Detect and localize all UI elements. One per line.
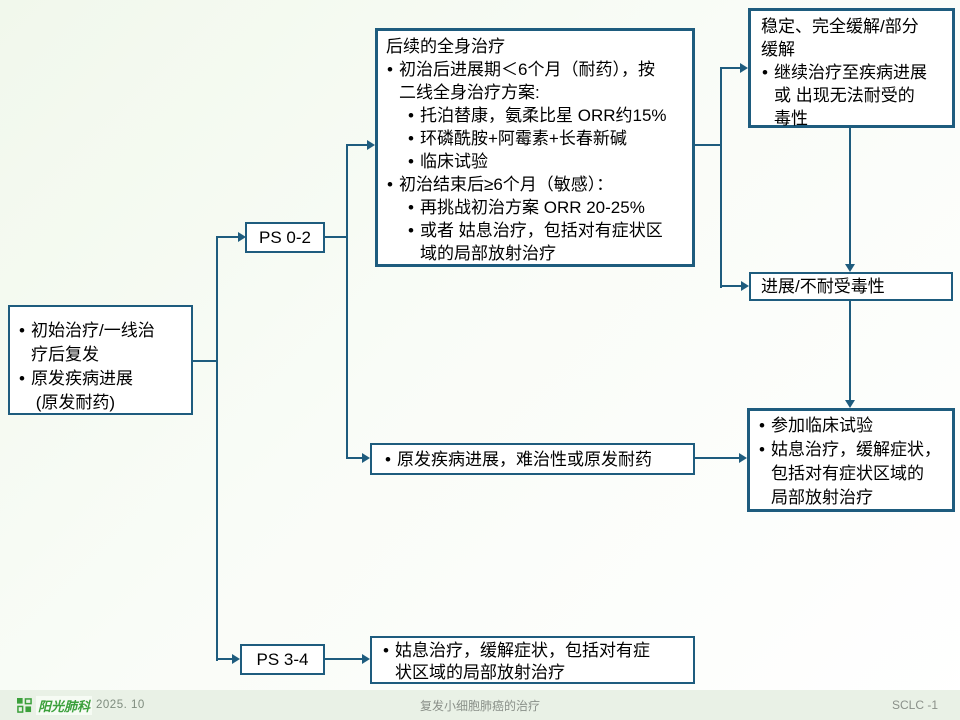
footer-branding: 阳光肺科 2025. 10	[17, 695, 145, 715]
connector-line	[720, 67, 740, 69]
connector-line	[849, 128, 851, 264]
connector-line	[346, 144, 367, 146]
ps-3-4-box: PS 3-4	[240, 644, 325, 675]
arrowhead-to-progression	[741, 281, 749, 291]
progression-toxicity-box: 进展/不耐受毒性	[749, 272, 953, 301]
arrowhead-to-palliative	[362, 654, 370, 664]
arrowhead-to-refractory	[362, 453, 370, 463]
connector-line	[695, 144, 722, 146]
connector-line	[720, 67, 722, 288]
connector-line	[720, 285, 741, 287]
connector-line	[346, 144, 348, 459]
arrowhead-stable-to-progression	[845, 264, 855, 272]
progression-label: 进展/不耐受毒性	[761, 277, 885, 296]
footer-title: 复发小细胞肺癌的治疗	[419, 698, 540, 713]
trial-palliative-box: 参加临床试验 姑息治疗，缓解症状， 包括对有症状区域的 局部放射治疗	[747, 408, 955, 512]
arrowhead-to-ps34	[232, 654, 240, 664]
palliative-care-bullet: 姑息治疗，缓解症状，包括对有症 状区域的局部放射治疗	[382, 640, 691, 684]
arrowhead-to-subsequent	[367, 140, 375, 150]
footer-date: 2025. 10	[96, 699, 145, 711]
stable-response-box: 稳定、完全缓解/部分 缓解 继续治疗至疾病进展 或 出现无法耐受的 毒性	[748, 8, 955, 128]
palliative-care-box: 姑息治疗，缓解症状，包括对有症 状区域的局部放射治疗	[370, 636, 695, 684]
subsequent-systemic-therapy-box: 后续的全身治疗 初治后进展期＜6个月（耐药），按 二线全身治疗方案: 托泊替康，…	[375, 28, 695, 267]
connector-line	[325, 236, 348, 238]
connector-line	[325, 658, 362, 660]
entry-item-progression: 原发疾病进展 (原发耐药)	[18, 367, 187, 415]
connector-line	[216, 236, 218, 661]
ps-0-2-box: PS 0-2	[245, 222, 325, 253]
refractory-progression-box: 原发疾病进展，难治性或原发耐药	[370, 443, 695, 475]
resistant-bullet: 初治后进展期＜6个月（耐药），按 二线全身治疗方案:	[386, 58, 688, 104]
clinical-trial-bullet: 临床试验	[407, 150, 688, 173]
palliative-radiation-bullet: 姑息治疗，缓解症状， 包括对有症状区域的 局部放射治疗	[758, 438, 950, 510]
footer-bar: 阳光肺科 2025. 10 复发小细胞肺癌的治疗 SCLC -1	[0, 690, 960, 720]
sunshine-lung-logo-icon	[17, 697, 32, 713]
connector-line	[695, 457, 740, 459]
connector-line	[346, 457, 362, 459]
join-trial-bullet: 参加临床试验	[758, 414, 950, 438]
arrowhead-to-ps02	[238, 232, 246, 242]
footer-logo-text: 阳光肺科	[36, 695, 93, 715]
ps-0-2-label: PS 0-2	[259, 228, 311, 247]
entry-item-relapse: 初始治疗/一线治 疗后复发	[18, 319, 187, 367]
arrowhead-to-trial	[845, 400, 855, 408]
subsequent-box-title: 后续的全身治疗	[386, 37, 505, 56]
stable-box-title: 稳定、完全缓解/部分 缓解	[761, 17, 919, 59]
continue-treatment-bullet: 继续治疗至疾病进展 或 出现无法耐受的 毒性	[761, 61, 948, 130]
footer-page-number: SCLC -1	[891, 698, 938, 712]
connector-line	[849, 301, 851, 400]
sensitive-bullet: 初治结束后≥6个月（敏感）：	[386, 173, 688, 196]
rechallenge-bullet: 再挑战初治方案 ORR 20-25%	[407, 196, 688, 219]
connector-line	[193, 360, 218, 362]
ps-3-4-label: PS 3-4	[256, 650, 309, 669]
arrowhead-refractory-to-trial	[739, 453, 747, 463]
connector-line	[216, 236, 238, 238]
refractory-bullet: 原发疾病进展，难治性或原发耐药	[384, 448, 652, 471]
topotecan-bullet: 托泊替康，氨柔比星 ORR约15%	[407, 104, 688, 127]
entry-relapse-box: 初始治疗/一线治 疗后复发 原发疾病进展 (原发耐药)	[8, 305, 193, 415]
cav-bullet: 环磷酰胺+阿霉素+长春新碱	[407, 127, 688, 150]
arrowhead-to-stable	[740, 63, 748, 73]
palliative-option-bullet: 或者 姑息治疗，包括对有症状区 域的局部放射治疗	[407, 219, 688, 265]
connector-line	[216, 658, 232, 660]
